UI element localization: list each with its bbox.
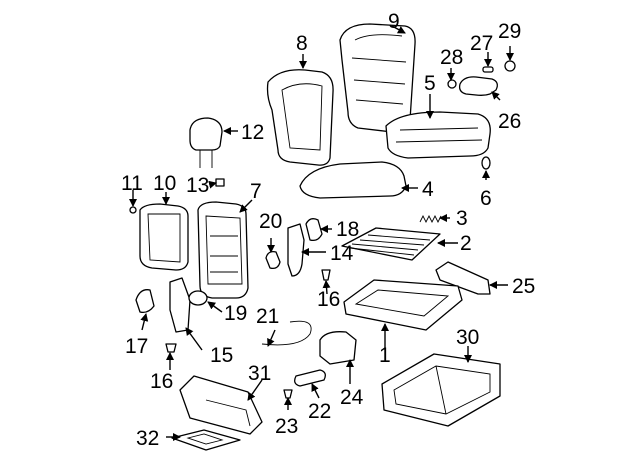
callout-4: 4 bbox=[422, 178, 434, 201]
cover-cap bbox=[135, 289, 155, 314]
headrest-guide bbox=[215, 178, 225, 187]
callout-28: 28 bbox=[440, 46, 463, 69]
back-panel bbox=[139, 203, 189, 271]
callout-labels: 1 2 3 4 5 6 7 8 9 10 11 12 13 14 15 16 1… bbox=[121, 10, 535, 450]
callout-9: 9 bbox=[388, 10, 400, 33]
callout-10: 10 bbox=[153, 172, 176, 195]
recliner-bracket bbox=[287, 223, 305, 277]
leader-lines bbox=[129, 25, 514, 441]
callout-16b: 16 bbox=[317, 288, 340, 311]
callout-32: 32 bbox=[136, 427, 159, 450]
bolt-right bbox=[321, 269, 331, 281]
callout-26: 26 bbox=[498, 110, 521, 133]
seat-riser bbox=[381, 353, 501, 427]
callout-2: 2 bbox=[460, 232, 472, 255]
callout-29: 29 bbox=[498, 20, 521, 43]
callout-12: 12 bbox=[241, 121, 264, 144]
callout-25: 25 bbox=[512, 275, 535, 298]
callout-18: 18 bbox=[336, 218, 359, 241]
callout-20: 20 bbox=[259, 210, 282, 233]
release-handle bbox=[294, 369, 326, 387]
back-panel-screw bbox=[129, 206, 137, 214]
cap bbox=[504, 60, 516, 72]
headrest bbox=[189, 117, 223, 168]
callout-7: 7 bbox=[250, 180, 262, 203]
screw bbox=[283, 389, 293, 399]
small-cover bbox=[265, 250, 281, 270]
seat-back-frame bbox=[197, 201, 249, 299]
bolt-left bbox=[165, 343, 177, 353]
callout-31: 31 bbox=[248, 362, 271, 385]
callout-15: 15 bbox=[210, 344, 233, 367]
callout-17: 17 bbox=[125, 335, 148, 358]
seat-spring-panel bbox=[341, 227, 441, 261]
side-shield bbox=[319, 331, 357, 365]
release-cable bbox=[261, 320, 312, 346]
callout-22: 22 bbox=[308, 400, 331, 423]
recliner-cap bbox=[188, 290, 208, 306]
clip bbox=[481, 156, 491, 170]
pivot-cover bbox=[305, 218, 323, 242]
coil-spring bbox=[419, 214, 442, 224]
washer bbox=[447, 79, 457, 89]
side-bracket bbox=[169, 277, 191, 333]
tray bbox=[171, 429, 241, 451]
pin bbox=[482, 66, 494, 73]
seat-back-pad bbox=[266, 69, 334, 166]
callout-11: 11 bbox=[121, 172, 143, 195]
callout-13: 13 bbox=[186, 174, 209, 197]
callout-5: 5 bbox=[424, 72, 436, 95]
callout-3: 3 bbox=[456, 207, 468, 230]
callout-6: 6 bbox=[480, 187, 492, 210]
callout-21: 21 bbox=[256, 305, 279, 328]
callout-23: 23 bbox=[275, 415, 298, 438]
storage-bin bbox=[179, 375, 263, 435]
seat-frame bbox=[343, 279, 463, 331]
callout-30: 30 bbox=[456, 326, 479, 349]
callout-1: 1 bbox=[379, 344, 391, 367]
callout-27: 27 bbox=[470, 32, 493, 55]
callout-8: 8 bbox=[296, 32, 308, 55]
callout-24: 24 bbox=[340, 386, 364, 409]
rear-trim bbox=[435, 261, 491, 295]
callout-14: 14 bbox=[330, 242, 354, 265]
callout-19: 19 bbox=[224, 302, 247, 325]
seat-cushion-cover bbox=[385, 111, 491, 159]
seat-cushion-pad bbox=[299, 161, 407, 199]
callout-16a: 16 bbox=[150, 370, 173, 393]
